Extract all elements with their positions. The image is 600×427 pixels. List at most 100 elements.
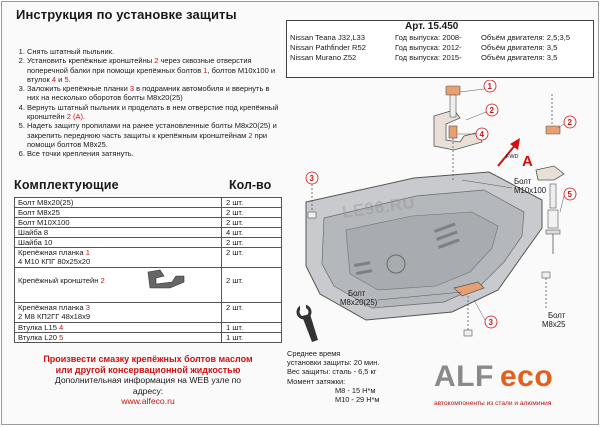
- vent-slots: [354, 222, 460, 275]
- text-fragment: Заложить крепёжные планки: [27, 84, 130, 94]
- part-ref-number: 4: [51, 74, 57, 84]
- website-link[interactable]: www.alfeco.ru: [121, 396, 175, 406]
- text-fragment: Крепёжный кронштейн: [18, 276, 101, 285]
- kit-item-name: Шайба 8: [14, 227, 222, 238]
- vehicle-years-value: Год выпуска: 2015-: [395, 53, 462, 62]
- vehicle-engine-value: Объём двигателя: 3,5: [481, 53, 558, 62]
- text-fragment: Крепёжная планка: [18, 303, 86, 312]
- label-bolt-m10-size: М10х100: [514, 186, 547, 195]
- bolt-stack-right: [535, 94, 565, 254]
- svg-text:5: 5: [568, 190, 573, 199]
- vehicle-engine-value: Объём двигателя: 2,5;3,5: [481, 33, 571, 42]
- callout-2: 2: [465, 103, 499, 121]
- vehicle-years-value: Год выпуска: 2012-: [395, 43, 462, 52]
- logo-alf: ALF: [434, 360, 494, 393]
- callout-4: 4: [458, 127, 489, 141]
- label-bolt-m8-25-size: М8х25: [542, 320, 566, 329]
- vehicle-years: Год выпуска: 2008- Год выпуска: 2012- Го…: [395, 33, 462, 63]
- vehicle-engines: Объём двигателя: 2,5;3,5 Объём двигателя…: [481, 33, 570, 63]
- kit-item-name: Втулка L20 5: [14, 332, 222, 343]
- svg-text:1: 1: [488, 82, 493, 91]
- kit-item-qty: 1 шт.: [221, 332, 282, 343]
- kit-item-qty: 2 шт.: [221, 237, 282, 248]
- callout-5: 5: [559, 187, 577, 213]
- instruction-steps: Снять штатный пыльник.Установить крепёжн…: [14, 47, 282, 159]
- bolt-left: [307, 180, 317, 219]
- kit-header: Комплектующие Кол-во: [14, 178, 282, 196]
- kit-item-name: Болт M10X100: [14, 217, 222, 228]
- part-ref-number: 3: [129, 84, 135, 94]
- torque-m10: М10 - 29 Н*м: [335, 395, 380, 405]
- callout-3-bottom: 3: [473, 299, 498, 329]
- vehicle-model: Nissan Murano Z52: [290, 53, 357, 62]
- bracket-icon: [146, 268, 186, 290]
- vehicle-model: Nissan Pathfinder R52: [290, 43, 366, 52]
- kit-item-spec: 4 М10 КПГ 80х25х20: [18, 257, 91, 266]
- steps-list: Снять штатный пыльник.Установить крепёжн…: [14, 47, 282, 159]
- text-fragment: .: [68, 74, 71, 84]
- instruction-step: Установить крепёжные кронштейны 2 через …: [27, 56, 282, 84]
- installation-diagram: FWD 1 2 4 2 5 3: [296, 80, 577, 342]
- part-ref-number: 3: [85, 303, 90, 312]
- web-info-2: адресу:: [132, 385, 164, 396]
- instruction-step: Вернуть штатный пыльник и проделать в не…: [27, 103, 282, 122]
- bracket-2-front: [433, 85, 483, 182]
- article-box: Арт. 15.450 Nissan Teana J32,L33 Nissan …: [286, 20, 594, 78]
- text-fragment: .: [83, 112, 86, 122]
- torque-m8: М8 - 15 Н*м: [335, 385, 376, 395]
- part-ref-number: 2 (А): [66, 112, 83, 122]
- kit-item-qty: 2 шт.: [221, 247, 282, 268]
- text-fragment: Крепёжная планка: [18, 248, 86, 257]
- callout-1: 1: [459, 80, 497, 93]
- text-fragment: Все точки крепления затянуть.: [27, 149, 134, 159]
- bracket-3-rear: [453, 271, 551, 337]
- kit-item-qty: 2 шт.: [221, 217, 282, 228]
- lubrication-warning: Произвести смазку крепёжных болтов масло…: [43, 354, 253, 364]
- kit-item-qty: 2 шт.: [221, 267, 282, 303]
- callout-3-left: 3: [305, 171, 319, 185]
- footer-notes: Произвести смазку крепёжных болтов масло…: [14, 354, 282, 407]
- fwd-arrow: FWD: [497, 138, 520, 167]
- text-fragment: и: [56, 74, 65, 84]
- kit-item-name: Втулка L15 4: [14, 322, 222, 333]
- vehicle-model: Nissan Teana J32,L33: [290, 33, 366, 42]
- text-fragment: Надеть защиту пропилами на ранее установ…: [27, 121, 277, 140]
- vehicle-years-value: Год выпуска: 2008-: [395, 33, 462, 42]
- svg-text:3: 3: [489, 318, 494, 327]
- svg-text:3: 3: [310, 174, 315, 183]
- label-bolt-m10: Болт: [514, 177, 532, 186]
- page-title: Инструкция по установке защиты: [16, 7, 237, 22]
- lubrication-warning-2: или другой консервационной жидкостью: [55, 364, 241, 375]
- instruction-step: Заложить крепёжные планки 3 в подрамник …: [27, 84, 282, 103]
- kit-item-name: Болт M8x20(25): [14, 197, 222, 208]
- part-ref-number: 4: [59, 323, 64, 332]
- svg-text:4: 4: [480, 130, 485, 139]
- time-value: установки защиты: 20 мин.: [287, 358, 380, 368]
- web-info: Дополнительная информация на WEB узле по: [54, 375, 242, 385]
- fwd-label: FWD: [506, 154, 519, 160]
- part-ref-number: 2: [154, 56, 159, 66]
- kit-item-qty: 2 шт.: [221, 207, 282, 218]
- mount-point-a-label: A: [522, 153, 533, 170]
- part-ref-number: 2: [100, 276, 105, 285]
- text-fragment: Вернуть штатный пыльник и проделать в не…: [27, 102, 279, 122]
- drain-hole: [386, 254, 406, 274]
- vehicle-engine-value: Объём двигателя: 3,5: [481, 43, 558, 52]
- kit-item-name: Крепёжный кронштейн 2: [14, 267, 222, 303]
- text-fragment: при помощи болтов М8х25.: [27, 130, 268, 149]
- instruction-step: Надеть защиту пропилами на ранее установ…: [27, 121, 282, 149]
- label-bolt-m8-25: Болт: [548, 311, 566, 320]
- skid-plate-stamping: [345, 211, 499, 291]
- article-number: Арт. 15.450: [405, 21, 459, 32]
- kit-item-spec: 2 М8 КП2ГГ 48х18х9: [18, 312, 91, 321]
- weight-value: Вес защиты: сталь - 6,5 кг: [287, 367, 377, 377]
